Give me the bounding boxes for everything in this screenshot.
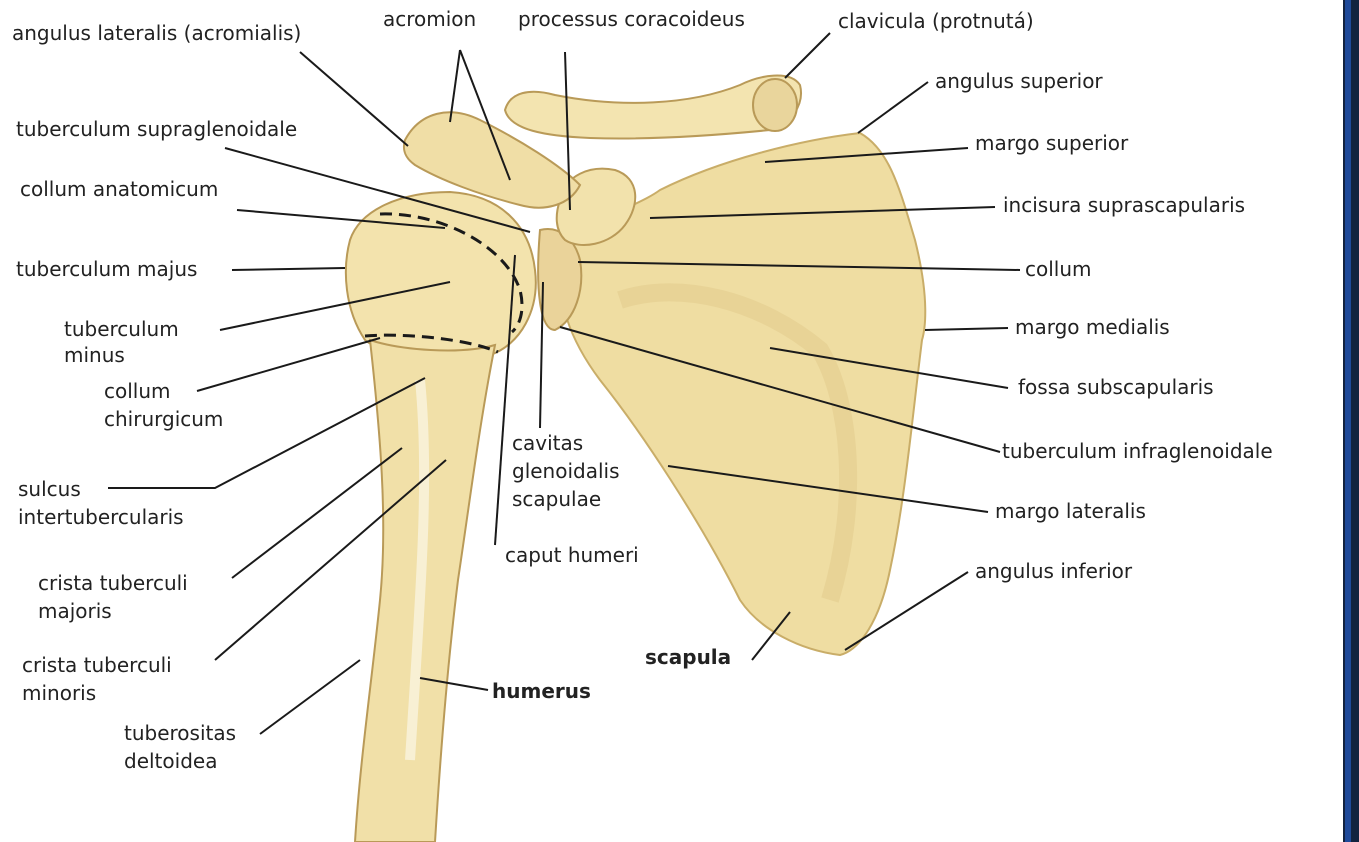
label-collum-anatomicum: collum anatomicum <box>20 176 218 202</box>
label-margo-superior: margo superior <box>975 130 1128 156</box>
label-angulus-lateralis: angulus lateralis (acromialis) <box>12 20 301 46</box>
label-crista-majoris-1: crista tuberculi <box>38 570 188 596</box>
label-scapula: scapula <box>645 644 731 670</box>
label-tuberositas-2: deltoidea <box>124 748 217 774</box>
label-fossa-subscapularis: fossa subscapularis <box>1018 374 1214 400</box>
label-tuberositas-1: tuberositas <box>124 720 236 746</box>
label-tuberculum-minus-1: tuberculum <box>64 316 179 342</box>
label-incisura-suprascapularis: incisura suprascapularis <box>1003 192 1245 218</box>
label-humerus: humerus <box>492 678 591 704</box>
label-tuberculum-supraglenoidale: tuberculum supraglenoidale <box>16 116 297 142</box>
label-crista-majoris-2: majoris <box>38 598 112 624</box>
label-tuberculum-majus: tuberculum majus <box>16 256 197 282</box>
label-margo-lateralis: margo lateralis <box>995 498 1146 524</box>
label-tuberculum-infraglenoidale: tuberculum infraglenoidale <box>1002 438 1273 464</box>
label-processus-coracoideus: processus coracoideus <box>518 6 745 32</box>
label-collum-chirurgicum-1: collum <box>104 378 171 404</box>
label-crista-minoris-2: minoris <box>22 680 96 706</box>
label-tuberculum-minus-2: minus <box>64 342 125 368</box>
label-sulcus-1: sulcus <box>18 476 81 502</box>
label-angulus-inferior: angulus inferior <box>975 558 1132 584</box>
label-acromion: acromion <box>383 6 476 32</box>
label-collum-chirurgicum-2: chirurgicum <box>104 406 223 432</box>
label-crista-minoris-1: crista tuberculi <box>22 652 172 678</box>
frame-border-inner <box>1345 0 1351 842</box>
label-caput-humeri: caput humeri <box>505 542 639 568</box>
label-collum: collum <box>1025 256 1092 282</box>
label-cavitas-3: scapulae <box>512 486 601 512</box>
label-cavitas-2: glenoidalis <box>512 458 620 484</box>
label-angulus-superior: angulus superior <box>935 68 1103 94</box>
label-cavitas-1: cavitas <box>512 430 583 456</box>
label-sulcus-2: intertubercularis <box>18 504 184 530</box>
label-margo-medialis: margo medialis <box>1015 314 1170 340</box>
label-clavicula: clavicula (protnutá) <box>838 8 1034 34</box>
